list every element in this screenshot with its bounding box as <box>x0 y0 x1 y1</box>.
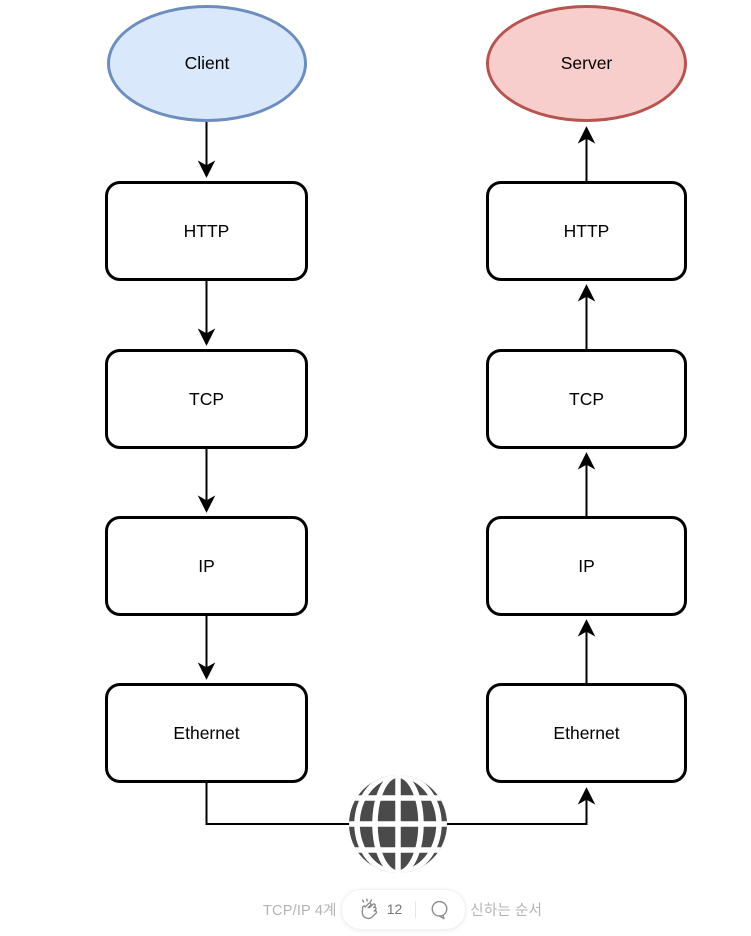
comment-button[interactable] <box>429 899 450 920</box>
arrow-ethernet-to-ethernet <box>205 783 596 825</box>
globe-icon <box>349 775 447 873</box>
layer-box-client-ip: IP <box>105 516 308 616</box>
node-server: Server <box>486 5 687 122</box>
layer-box-client-ethernet: Ethernet <box>105 683 308 783</box>
layer-label: HTTP <box>563 220 610 241</box>
pill-divider <box>415 900 417 918</box>
clap-count: 12 <box>386 901 403 917</box>
image-caption-row: TCP/IP 4계 12 <box>263 888 543 930</box>
node-server-label: Server <box>560 53 613 73</box>
layer-label: Ethernet <box>173 722 240 743</box>
clap-button[interactable] <box>357 897 380 921</box>
layer-label: HTTP <box>183 220 230 241</box>
caption-right-fragment: 신하는 순서 <box>470 902 543 919</box>
layer-label: IP <box>198 555 215 576</box>
layer-box-client-http: HTTP <box>105 181 308 281</box>
layer-box-server-http: HTTP <box>486 181 687 281</box>
clap-icon <box>361 897 377 919</box>
node-client-label: Client <box>184 53 230 73</box>
node-client: Client <box>107 5 307 122</box>
layer-box-server-ip: IP <box>486 516 687 616</box>
layer-label: TCP <box>189 388 224 409</box>
comment-icon <box>431 900 448 919</box>
reaction-pill: 12 <box>340 888 467 930</box>
layer-box-server-ethernet: Ethernet <box>486 683 687 783</box>
layer-label: TCP <box>569 388 604 409</box>
layer-box-client-tcp: TCP <box>105 349 308 449</box>
layer-label: Ethernet <box>553 722 620 743</box>
layer-label: IP <box>578 555 595 576</box>
layer-box-server-tcp: TCP <box>486 349 687 449</box>
caption-left-fragment: TCP/IP 4계 <box>263 902 337 919</box>
